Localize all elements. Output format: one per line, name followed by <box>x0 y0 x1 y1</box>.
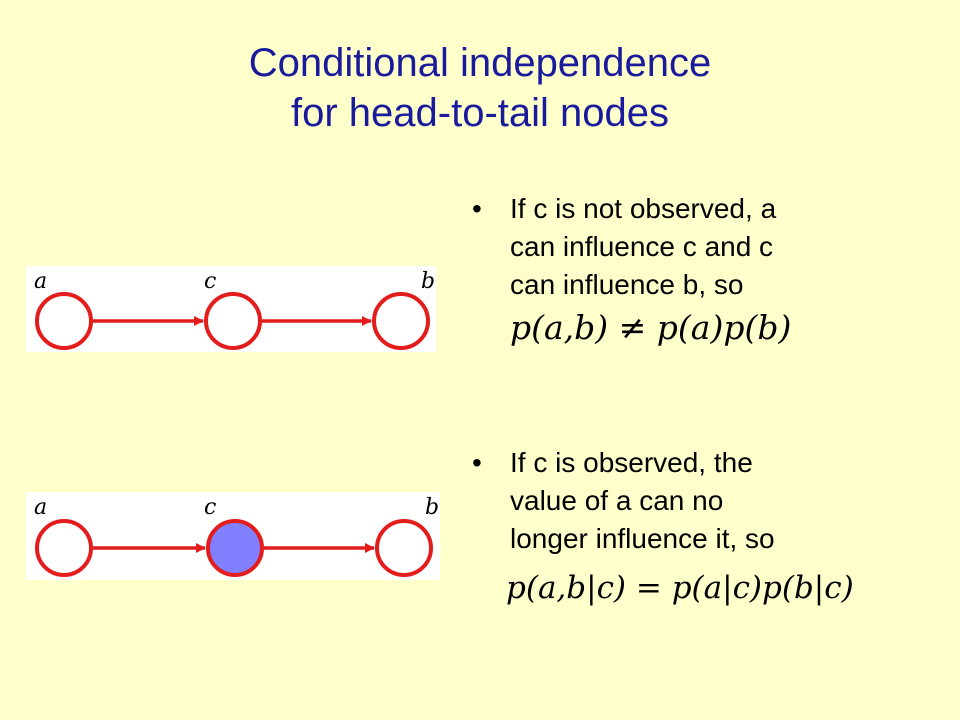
node-a-label: a <box>34 269 47 294</box>
title-line-2: for head-to-tail nodes <box>290 91 669 135</box>
bullet-c-unobserved: • If c is not observed, a can influence … <box>472 190 912 350</box>
slide-title: Conditional independence for head-to-tai… <box>0 38 960 138</box>
bullet-c-observed: • If c is observed, the value of a can n… <box>472 444 950 610</box>
node-c-label: c <box>204 269 216 294</box>
node-a <box>35 292 93 350</box>
node-c <box>204 292 262 350</box>
bullet-marker: • <box>472 193 482 224</box>
graph-c-observed: a c b <box>26 492 440 580</box>
node-b <box>372 292 430 350</box>
node-c-label: c <box>204 495 216 520</box>
node-c-observed <box>206 519 264 577</box>
title-line-1: Conditional independence <box>248 41 712 85</box>
bullet-text: If c is not observed, a can influence c … <box>510 193 777 300</box>
bullet-marker: • <box>472 447 482 478</box>
node-b-label: b <box>421 269 435 294</box>
graph-c-unobserved-svg: a c b <box>34 269 435 350</box>
graph-c-unobserved: a c b <box>26 266 436 352</box>
node-a <box>35 519 93 577</box>
node-b-label: b <box>425 495 439 520</box>
node-a-label: a <box>34 495 47 520</box>
formula-conditional-independence: p(a,b|c) = p(a|c)p(b|c) <box>506 570 854 606</box>
graph-c-observed-svg: a c b <box>34 495 439 577</box>
bullet-text: If c is observed, the value of a can no … <box>510 447 775 554</box>
formula-dependence: p(a,b) ≠ p(a)p(b) <box>510 308 792 347</box>
node-b <box>375 519 433 577</box>
bullet-list: • If c is not observed, a can influence … <box>472 190 912 606</box>
